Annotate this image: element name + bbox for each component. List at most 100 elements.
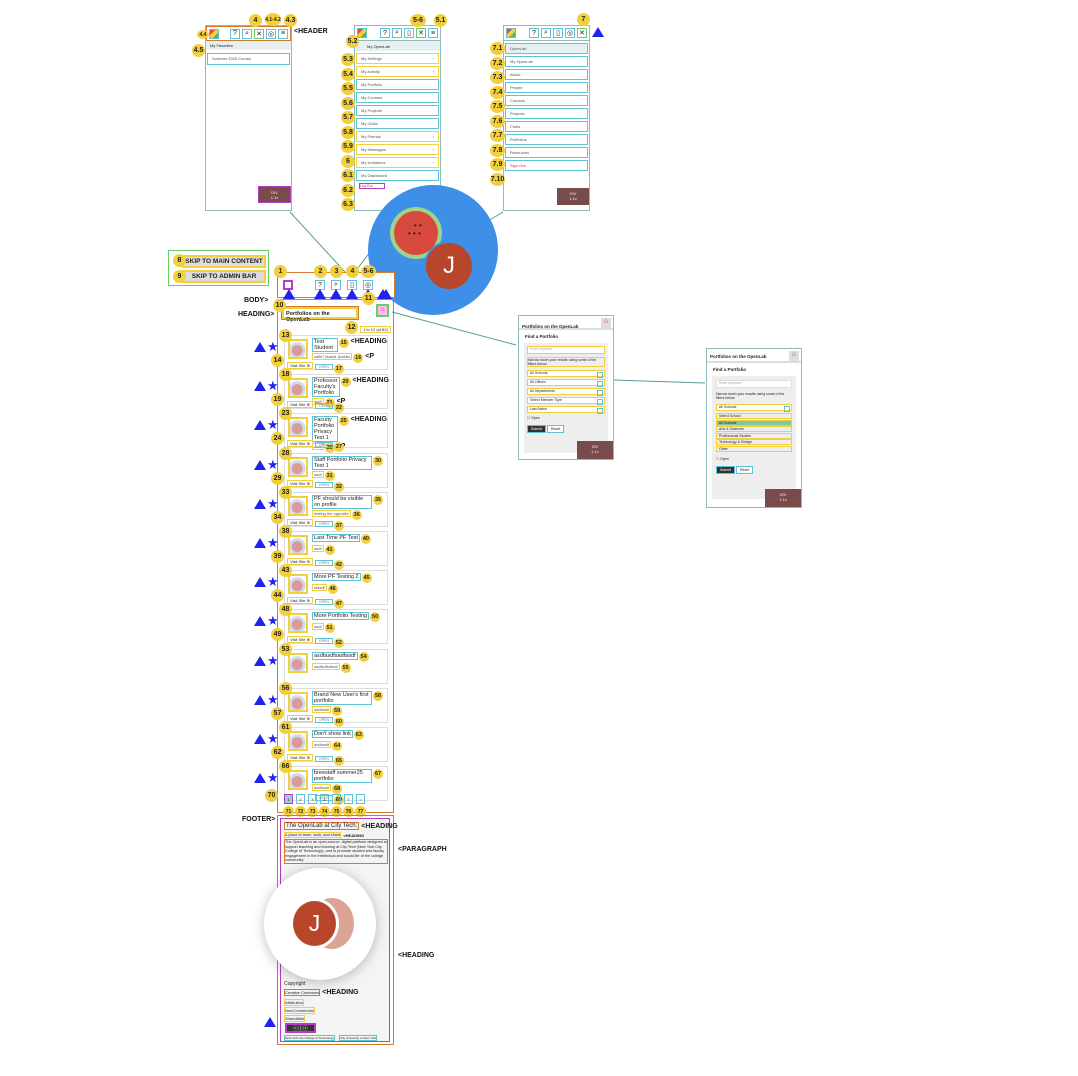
school-option[interactable]: Technology & Design	[716, 439, 792, 445]
portfolio-avatar[interactable]	[288, 535, 308, 555]
menu-item[interactable]: My Activity›	[356, 65, 439, 77]
menu-item[interactable]: My Messages›	[356, 143, 439, 155]
visit-site-link[interactable]: Visit Site ⊕	[287, 636, 313, 644]
offices-select[interactable]: All Offices	[527, 379, 605, 387]
school-option[interactable]: Arts & Sciences	[716, 426, 792, 432]
user-icon[interactable]: ◎	[565, 28, 575, 38]
school-option[interactable]: All Schools	[716, 419, 792, 426]
portfolio-avatar[interactable]	[288, 417, 308, 438]
portfolio-title-link[interactable]: Staff Portfolio Privacy Test 1	[312, 455, 372, 470]
menu-item[interactable]: OpenLab	[505, 42, 588, 54]
page-link[interactable]: 3	[308, 794, 317, 804]
reset-button[interactable]: Reset	[547, 425, 565, 433]
portfolio-title-link[interactable]: asdfasdfsadfasdf	[312, 651, 358, 660]
openlab-logo[interactable]	[209, 29, 219, 39]
portfolio-avatar[interactable]	[288, 731, 308, 751]
menu-item[interactable]: Portfolios	[505, 133, 588, 145]
menu-item[interactable]: My Courses	[356, 91, 439, 103]
help-icon[interactable]: ?	[230, 28, 240, 39]
openlab-logo[interactable]	[357, 28, 367, 38]
menu-item[interactable]: Clubs	[505, 120, 588, 132]
city-tech-link[interactable]: New York City College of Technology	[284, 1035, 335, 1041]
cuny-link[interactable]: City University of New York	[339, 1035, 378, 1041]
menu-item[interactable]: People	[505, 81, 588, 93]
visit-site-link[interactable]: Visit Site ⊕	[287, 401, 313, 409]
menu-item[interactable]: My OpenLab	[505, 55, 588, 67]
menu-item[interactable]: My Dashboard	[356, 169, 439, 181]
close-icon[interactable]: ✕	[577, 28, 587, 38]
visit-site-link[interactable]: Visit Site ⊕	[287, 518, 313, 526]
portfolio-title-link[interactable]: More Portfolio Testing	[312, 612, 370, 621]
menu-item[interactable]: Projects	[505, 107, 588, 119]
menu-item[interactable]: About	[505, 68, 588, 80]
portfolio-avatar[interactable]	[288, 652, 308, 673]
schools-select[interactable]: All Schools	[716, 404, 792, 412]
close-filter-icon[interactable]: ⌂	[789, 351, 799, 361]
menu-item[interactable]: Resources	[505, 146, 588, 158]
portfolio-avatar[interactable]	[288, 495, 308, 516]
close-icon[interactable]: ✕	[254, 28, 264, 39]
user-icon[interactable]: ◎	[266, 28, 276, 39]
visit-site-link[interactable]: Visit Site ⊕	[287, 440, 313, 448]
menu-item[interactable]: My Invitations›	[356, 156, 439, 168]
portfolio-title-link[interactable]: Faculty Portfolio Privacy Test 1	[312, 416, 338, 443]
visit-site-link[interactable]: Visit Site ⊕	[287, 714, 313, 722]
menu-item[interactable]: Courses	[505, 94, 588, 106]
open-checkbox[interactable]: ☐ Open	[527, 416, 540, 420]
member-type-select[interactable]: Select Member Type	[527, 397, 605, 405]
menu-item[interactable]: Sign Out	[505, 159, 588, 171]
school-option[interactable]: Select School	[716, 413, 792, 419]
search-icon[interactable]: ⌕	[392, 28, 402, 38]
menu-icon[interactable]: ≡	[428, 28, 438, 38]
open-checkbox[interactable]: ☐ Open	[716, 456, 729, 461]
visit-site-link[interactable]: Visit Site ⊕	[287, 479, 313, 487]
page-link[interactable]: …	[332, 794, 341, 804]
filter-button[interactable]: ⌂	[376, 304, 389, 317]
menu-item[interactable]: My Friends›	[356, 130, 439, 142]
menu-item[interactable]: My Projects	[356, 104, 439, 116]
schools-select[interactable]: All Schools	[527, 370, 605, 378]
portfolio-title-link[interactable]: breestaff summer25 portfolio	[312, 769, 372, 784]
cc-license-badge[interactable]: ⓒⓘⓢ	[285, 1023, 316, 1033]
openlab-logo[interactable]	[506, 28, 516, 38]
page-link[interactable]: 2	[296, 794, 305, 804]
portfolio-title-link[interactable]: Professor Faculty's Portfolio	[312, 377, 340, 398]
school-option[interactable]: Other	[716, 445, 792, 452]
search-icon[interactable]: ⌕	[541, 28, 551, 38]
menu-item[interactable]: My Clubs	[356, 117, 439, 129]
page-link[interactable]: 7	[344, 794, 353, 804]
portfolio-avatar[interactable]	[288, 339, 308, 359]
help-icon[interactable]: ?	[529, 28, 539, 38]
menu-item[interactable]: My Settings›	[356, 52, 439, 64]
bookmark-icon[interactable]: ▯	[404, 28, 414, 38]
reset-button[interactable]: Reset	[736, 465, 754, 474]
portfolio-title-link[interactable]: PF should be visible on profile	[312, 494, 372, 509]
bookmark-icon[interactable]: ▯	[553, 28, 563, 38]
portfolio-avatar[interactable]	[288, 613, 308, 634]
search-icon[interactable]: ⌕	[242, 28, 252, 39]
portfolio-title-link[interactable]: Don't show link	[312, 730, 353, 738]
keyword-input[interactable]: Enter keyword	[527, 346, 605, 354]
departments-select[interactable]: All Departments	[527, 388, 605, 396]
visit-site-link[interactable]: Visit Site ⊕	[287, 558, 313, 565]
favorite-item[interactable]: Summer 2025 Course	[207, 53, 290, 65]
close-filter-icon[interactable]: ⌂	[601, 318, 611, 328]
portfolio-avatar[interactable]	[288, 456, 308, 477]
menu-item[interactable]: My Portfolio	[356, 78, 439, 90]
portfolio-title-link[interactable]: Brand New User's first portfolio	[312, 690, 372, 705]
avatar[interactable]: J	[290, 898, 339, 949]
page-link[interactable]: 1	[284, 794, 293, 804]
logout-link[interactable]: Log Out	[359, 182, 385, 189]
portfolio-avatar[interactable]	[288, 378, 308, 399]
help-icon[interactable]: ?	[380, 28, 390, 38]
menu-icon[interactable]: ≡	[278, 28, 288, 39]
portfolio-title-link[interactable]: More PF Testing 2	[312, 573, 361, 582]
avatar[interactable]: J	[424, 241, 474, 291]
portfolio-title-link[interactable]: Last Time PF Test	[312, 534, 360, 542]
submit-button[interactable]: Submit	[716, 465, 735, 474]
visit-site-link[interactable]: Visit Site ⊕	[287, 362, 313, 369]
portfolio-avatar[interactable]	[288, 770, 308, 791]
skip-admin-bar-link[interactable]: SKIP TO ADMIN BAR	[182, 270, 266, 283]
submit-button[interactable]: Submit	[527, 425, 546, 433]
portfolio-title-link[interactable]: Test Student	[312, 338, 338, 352]
